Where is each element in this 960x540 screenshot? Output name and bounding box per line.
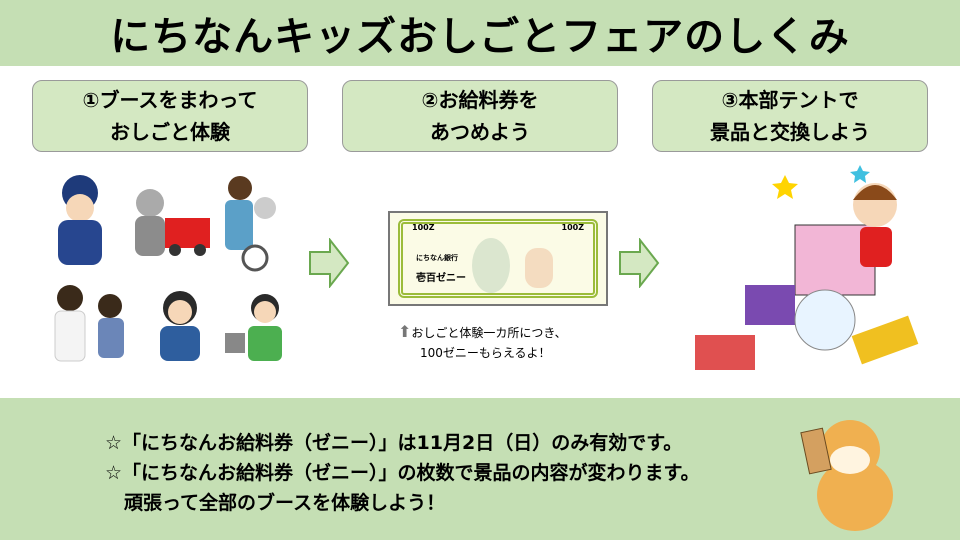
- right-arrow-icon: [619, 238, 660, 288]
- mascot-illustration: [525, 248, 553, 288]
- step-1-box: ①ブースをまわって おしごと体験: [32, 80, 308, 152]
- right-arrow-icon: [309, 238, 350, 288]
- banknote-caption: ⬆おしごと体験一カ所につき、 100ゼニーもらえるよ！: [398, 322, 567, 363]
- police-illustration: [58, 175, 102, 265]
- portrait-illustration: [472, 238, 510, 293]
- note-prize-content: ☆「にちなんお給料券（ゼニー）」の枚数で景品の内容が変わります。: [105, 462, 700, 484]
- step-2-line2: あつめよう: [430, 120, 530, 144]
- step-2-line1: ②お給料券を: [421, 88, 539, 112]
- banknote-corner-left: 100Z: [412, 223, 435, 232]
- prizes-illustration: [695, 165, 919, 370]
- nurse-illustration: [54, 285, 124, 362]
- zeny-banknote: 100Z 100Z にちなん銀行 壱百ゼニー: [388, 211, 608, 306]
- note-encouragement: 頑張って全部のブースを体験しよう！: [105, 492, 446, 514]
- bank-clerk-illustration: [160, 291, 200, 361]
- shiba-dog-illustration: [800, 420, 893, 531]
- caregiver-illustration: [225, 176, 276, 272]
- step-2-box: ②お給料券を あつめよう: [342, 80, 618, 152]
- page-title: にちなんキッズおしごとフェアのしくみ: [110, 14, 850, 60]
- step-1-line1: ①ブースをまわって: [82, 88, 258, 112]
- step-1-line2: おしごと体験: [110, 120, 230, 144]
- step-3-line1: ③本部テントで: [721, 88, 859, 112]
- notes-list: ☆「にちなんお給料券（ゼニー）」は11月2日（日）のみ有効です。 ☆「にちなんお…: [105, 428, 700, 518]
- caption-line1: おしごと体験一カ所につき、: [411, 326, 567, 340]
- banknote-bank-name: にちなん銀行: [416, 254, 458, 262]
- title-banner: にちなんキッズおしごとフェアのしくみ: [0, 0, 960, 66]
- cashier-illustration: [225, 294, 282, 361]
- jobs-illustration: [54, 175, 282, 362]
- caption-line2: 100ゼニーもらえるよ！: [420, 346, 551, 360]
- banknote-corner-right: 100Z: [561, 223, 585, 232]
- note-validity: ☆「にちなんお給料券（ゼニー）」は11月2日（日）のみ有効です。: [105, 432, 683, 454]
- notes-banner: [0, 398, 960, 540]
- up-arrow-icon: ⬆: [398, 322, 412, 341]
- banknote-amount: 壱百ゼニー: [416, 273, 466, 284]
- firefighter-illustration: [135, 189, 210, 256]
- step-3-box: ③本部テントで 景品と交換しよう: [652, 80, 928, 152]
- step-3-line2: 景品と交換しよう: [710, 120, 870, 144]
